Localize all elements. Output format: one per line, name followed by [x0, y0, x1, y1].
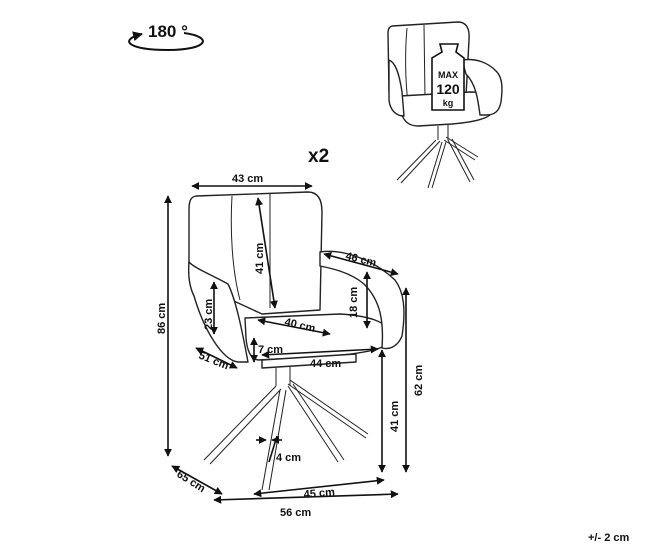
dim-base-width: 56 cm [280, 507, 311, 519]
quantity-label: x2 [308, 146, 329, 167]
dim-side-height: 23 cm [203, 299, 215, 330]
dim-leg-height: 41 cm [389, 401, 401, 432]
max-load-line2: 120 [436, 81, 460, 97]
rotation-arrow-icon [128, 31, 204, 52]
dimension-lines [164, 182, 410, 504]
dim-base-depth: 65 cm [174, 468, 207, 495]
rotation-indicator: 180 ° [128, 22, 204, 52]
dim-seat-height: 62 cm [413, 365, 425, 396]
main-chair-drawing [187, 191, 405, 491]
dim-backrest-height: 41 cm [254, 243, 266, 274]
dim-armrest-height: 18 cm [348, 287, 360, 318]
tolerance-note: +/- 2 cm [588, 532, 629, 544]
dim-seat-width: 44 cm [310, 358, 341, 370]
dim-top-width: 43 cm [232, 173, 263, 185]
max-load-chair-icon: MAX 120 kg [387, 21, 503, 189]
max-load-line3: kg [443, 98, 454, 108]
rotation-label: 180 ° [148, 22, 188, 41]
dim-base-front: 45 cm [303, 486, 335, 501]
dim-total-height: 86 cm [156, 303, 168, 334]
dim-leg-width: 4 cm [276, 452, 301, 464]
weight-badge-icon [431, 43, 465, 111]
dim-seat-thickness: 7 cm [258, 344, 283, 356]
max-load-line1: MAX [438, 70, 458, 80]
